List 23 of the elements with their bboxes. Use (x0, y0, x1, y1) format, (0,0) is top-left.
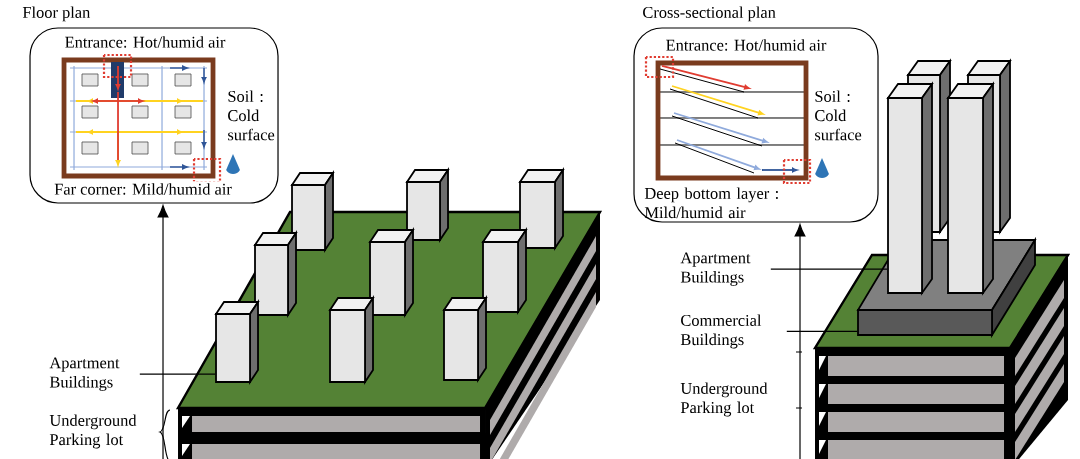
bottom-label: Far corner: Mild/humid air (52, 181, 234, 197)
building-label: Apartment Buildings (49, 357, 120, 391)
leader-line (786, 330, 858, 333)
arrow (794, 224, 806, 459)
parking-label: Underground Parking lot (680, 382, 768, 417)
soil-label: Soil : Cold surface (228, 90, 275, 141)
plan-panel (633, 6, 879, 223)
building-label: Apartment Buildings (680, 252, 751, 286)
bottom-label: Deep bottom layer : Mild/humid air (644, 187, 778, 219)
panel-heading: Floor plan (22, 6, 91, 22)
leader-line (139, 373, 216, 375)
apartment-building (215, 313, 251, 383)
plan-panel (22, 6, 279, 204)
podium-block (857, 309, 993, 336)
parking-label: Underground Parking lot (49, 414, 137, 449)
arrow (157, 205, 169, 459)
panel-heading: Cross-sectional plan (643, 6, 776, 22)
soil-label: Soil : Cold surface (815, 90, 862, 141)
entrance-label: Entrance: Hot/humid air (62, 34, 228, 50)
entrance-label: Entrance: Hot/humid air (663, 37, 829, 53)
apartment-building (887, 97, 923, 294)
building-label: Commercial Buildings (680, 314, 762, 349)
leader-line (770, 268, 888, 270)
